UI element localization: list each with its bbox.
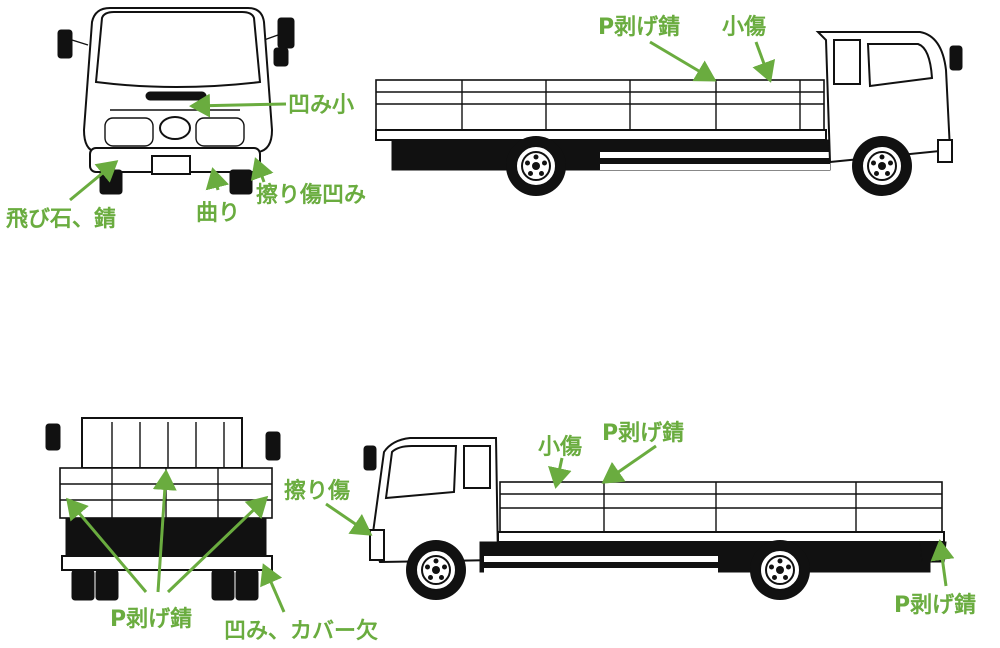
truck-front-view bbox=[57, 7, 295, 195]
label-front-chip-rust: 飛び石、錆 bbox=[6, 206, 116, 232]
label-right-peel-rust: P剥げ錆 bbox=[598, 14, 680, 40]
rear-wheel-right bbox=[505, 135, 567, 197]
label-rear-peel-rust: P剥げ錆 bbox=[110, 606, 192, 632]
rear-wheel-left bbox=[749, 539, 811, 601]
label-left-peel-rust-tail: P剥げ錆 bbox=[894, 592, 976, 618]
front-wheel-left bbox=[405, 539, 467, 601]
truck-right-side-view bbox=[375, 31, 963, 197]
label-front-bent: 曲り bbox=[196, 201, 240, 226]
damage-arrows bbox=[66, 40, 955, 613]
label-left-small-scratch: 小傷 bbox=[538, 434, 582, 460]
label-front-dent-small: 凹み小 bbox=[288, 93, 354, 118]
front-wheel-right bbox=[851, 135, 913, 197]
label-right-small-scratch: 小傷 bbox=[722, 14, 766, 40]
label-left-scrape: 擦り傷 bbox=[284, 478, 350, 504]
label-front-scrape-dent: 擦り傷凹み bbox=[256, 182, 366, 208]
label-left-peel-rust-top: P剥げ錆 bbox=[602, 420, 684, 446]
label-rear-dent-cover: 凹み、カバー欠 bbox=[224, 618, 378, 644]
truck-left-side-view bbox=[363, 437, 947, 601]
